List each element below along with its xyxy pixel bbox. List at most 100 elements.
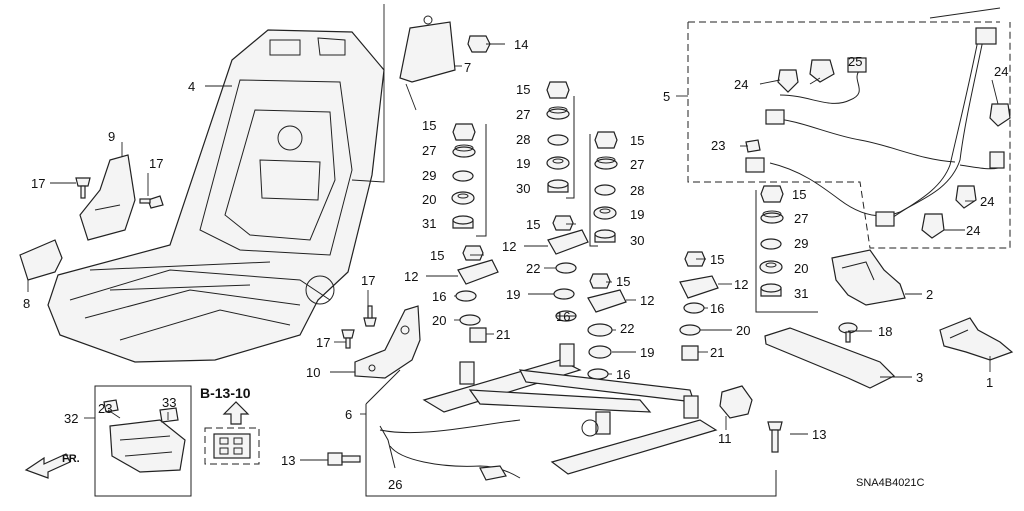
cover-1 [939, 317, 1014, 361]
label-27: 27 [630, 157, 644, 172]
label-12: 12 [502, 239, 516, 254]
label-19: 19 [506, 287, 520, 302]
harness-clips [745, 59, 1011, 239]
label-27: 27 [794, 211, 808, 226]
hardware-stack-b [546, 81, 575, 199]
label-27: 27 [422, 143, 436, 158]
label-33: 33 [162, 395, 176, 410]
label-29: 29 [794, 236, 808, 251]
label-15: 15 [616, 274, 630, 289]
label-17: 17 [149, 156, 163, 171]
panel-3 [764, 327, 896, 389]
screw-17-group [75, 177, 377, 349]
label-16: 16 [710, 301, 724, 316]
label-25: 25 [848, 54, 862, 69]
clip-18 [838, 322, 858, 343]
label-17: 17 [361, 273, 375, 288]
seat-frame-assembly [47, 29, 385, 363]
label-2: 2 [926, 287, 933, 302]
label-15: 15 [516, 82, 530, 97]
label-32: 32 [64, 411, 78, 426]
label-8: 8 [23, 296, 30, 311]
label-15: 15 [430, 248, 444, 263]
front-arrow-icon [24, 453, 71, 479]
label-15: 15 [630, 133, 644, 148]
pad-part [399, 15, 456, 83]
label-9: 9 [108, 129, 115, 144]
seat-track-assembly [379, 343, 718, 479]
label-4: 4 [188, 79, 195, 94]
label-29: 29 [422, 168, 436, 183]
seat-bracket-part [354, 305, 421, 379]
rod-26 [379, 425, 507, 481]
label-12: 12 [734, 277, 748, 292]
label-14: 14 [514, 37, 528, 52]
label-18: 18 [878, 324, 892, 339]
label-6: 6 [345, 407, 352, 422]
nut-14-part [467, 35, 491, 53]
label-20: 20 [794, 261, 808, 276]
wire-harness [745, 27, 1005, 227]
side-cover-part [79, 154, 136, 241]
connector-ref-part [213, 433, 251, 459]
label-15: 15 [710, 252, 724, 267]
label-20: 20 [432, 313, 446, 328]
label-11: 11 [718, 431, 732, 446]
label-16: 16 [616, 367, 630, 382]
label-24: 24 [966, 223, 980, 238]
recline-knob-part [19, 239, 63, 281]
label-21: 21 [710, 345, 724, 360]
label-23: 23 [711, 138, 725, 153]
label-7: 7 [464, 60, 471, 75]
label-20: 20 [422, 192, 436, 207]
label-31: 31 [794, 286, 808, 301]
trim-cover-2 [831, 249, 906, 306]
label-19: 19 [640, 345, 654, 360]
label-13: 13 [812, 427, 826, 442]
label-22: 22 [526, 261, 540, 276]
label-1: 1 [986, 375, 993, 390]
label-3: 3 [916, 370, 923, 385]
label-5: 5 [663, 89, 670, 104]
harness-32-part [103, 399, 186, 473]
label-23: 23 [98, 401, 112, 416]
switch-11 [719, 385, 753, 419]
label-27: 27 [516, 107, 530, 122]
reference-label: B-13-10 [200, 385, 251, 401]
label-31: 31 [422, 216, 436, 231]
small-nuts-and-washers [455, 215, 706, 380]
hardware-stack-a [451, 123, 487, 237]
leader-lines [27, 4, 999, 461]
bolt-13-left [327, 452, 361, 466]
label-19: 19 [630, 207, 644, 222]
label-24: 24 [734, 77, 748, 92]
label-17: 17 [31, 176, 45, 191]
bolt-13-right [767, 421, 783, 453]
label-13: 13 [281, 453, 295, 468]
label-28: 28 [630, 183, 644, 198]
label-12: 12 [404, 269, 418, 284]
label-15: 15 [526, 217, 540, 232]
label-21: 21 [496, 327, 510, 342]
label-20: 20 [736, 323, 750, 338]
label-15: 15 [792, 187, 806, 202]
label-30: 30 [516, 181, 530, 196]
reference-arrow [222, 401, 250, 425]
label-10: 10 [306, 365, 320, 380]
label-16: 16 [556, 309, 570, 324]
label-22: 22 [620, 321, 634, 336]
label-26: 26 [388, 477, 402, 492]
label-17: 17 [316, 335, 330, 350]
label-16: 16 [432, 289, 446, 304]
front-label: FR. [62, 453, 80, 465]
diagram-code: SNA4B4021C [856, 477, 925, 489]
label-12: 12 [640, 293, 654, 308]
label-28: 28 [516, 132, 530, 147]
label-19: 19 [516, 156, 530, 171]
hardware-stack-c [589, 131, 618, 247]
label-24: 24 [994, 64, 1008, 79]
bracket-12-parts [457, 229, 719, 313]
label-15: 15 [422, 118, 436, 133]
hardware-stack-d [755, 185, 818, 313]
